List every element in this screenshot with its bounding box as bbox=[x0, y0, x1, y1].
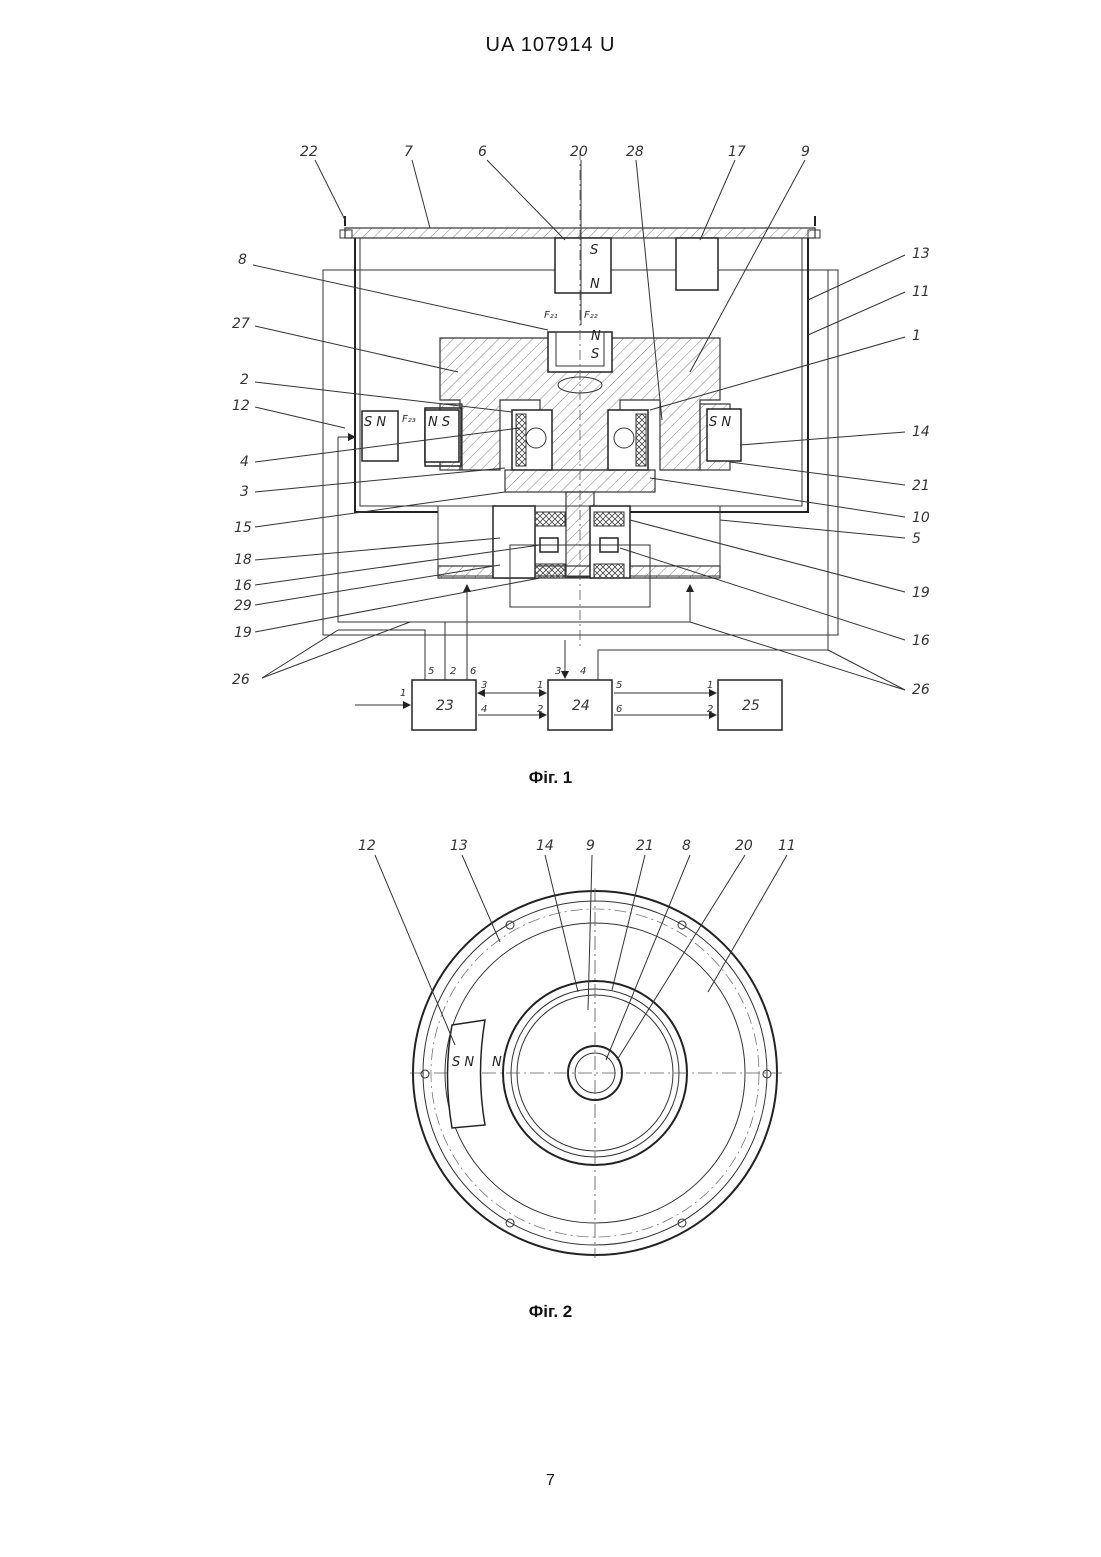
fig1-label-11: 11 bbox=[912, 284, 930, 300]
fig2-magnet-sn: S N bbox=[452, 1055, 474, 1070]
block-23-label: 23 bbox=[436, 698, 454, 714]
force-label-b: F₂₂ bbox=[584, 310, 598, 321]
fig1-label-9: 9 bbox=[801, 144, 810, 160]
figure-1-caption: Фіг. 1 bbox=[0, 768, 1101, 788]
pole-n-top: N bbox=[590, 277, 600, 292]
pole-s-mid: S bbox=[591, 347, 599, 362]
fig2-magnet-n: N bbox=[492, 1055, 502, 1070]
port-23-2: 2 bbox=[450, 666, 456, 677]
fig1-label-5: 5 bbox=[912, 531, 921, 547]
fig1-label-7: 7 bbox=[404, 144, 413, 160]
fig1-label-1: 1 bbox=[912, 328, 921, 344]
figure-2-top-view bbox=[375, 855, 787, 1258]
fig1-label-15: 15 bbox=[234, 520, 252, 536]
pole-n-mid: N bbox=[591, 329, 601, 344]
port-23-1: 1 bbox=[400, 688, 406, 699]
fig1-label-27: 27 bbox=[232, 316, 250, 332]
fig2-label-12: 12 bbox=[358, 838, 376, 854]
fig1-label-8: 8 bbox=[238, 252, 247, 268]
fig1-label-18: 18 bbox=[234, 552, 252, 568]
magnet-14-poles: S N bbox=[709, 415, 731, 430]
fig2-label-21: 21 bbox=[636, 838, 654, 854]
pole-s-top: S bbox=[590, 243, 598, 258]
fig1-label-10: 10 bbox=[912, 510, 930, 526]
fig1-label-19: 19 bbox=[234, 625, 252, 641]
force-label-a: F₂₁ bbox=[544, 310, 558, 321]
fig1-label-20: 20 bbox=[570, 144, 588, 160]
fig1-label-4: 4 bbox=[240, 454, 249, 470]
fig1-label-2: 2 bbox=[240, 372, 249, 388]
fig1-label-12: 12 bbox=[232, 398, 250, 414]
fig1-label-19-right: 19 bbox=[912, 585, 930, 601]
fig1-label-16: 16 bbox=[234, 578, 252, 594]
block-24-label: 24 bbox=[572, 698, 590, 714]
port-24-2: 2 bbox=[537, 704, 543, 715]
fig2-label-14: 14 bbox=[536, 838, 554, 854]
port-25-2: 2 bbox=[707, 704, 713, 715]
port-24-4: 4 bbox=[580, 666, 586, 677]
port-23-5: 5 bbox=[428, 666, 434, 677]
fig1-label-22: 22 bbox=[300, 144, 318, 160]
fig1-label-17: 17 bbox=[728, 144, 746, 160]
fig2-label-13: 13 bbox=[450, 838, 468, 854]
fig2-label-9: 9 bbox=[586, 838, 595, 854]
port-25-1: 1 bbox=[707, 680, 713, 691]
port-23-6: 6 bbox=[470, 666, 476, 677]
page-number: 7 bbox=[0, 1472, 1101, 1490]
block-25-label: 25 bbox=[742, 698, 760, 714]
figure-1-section-view bbox=[253, 150, 905, 730]
fig1-label-14: 14 bbox=[912, 424, 930, 440]
port-24-6: 6 bbox=[616, 704, 622, 715]
fig1-label-6: 6 bbox=[478, 144, 487, 160]
fig1-label-28: 28 bbox=[626, 144, 644, 160]
fig1-label-29: 29 bbox=[234, 598, 252, 614]
force-label-c: F₂₃ bbox=[402, 414, 416, 425]
fig1-label-3: 3 bbox=[240, 484, 249, 500]
fig1-label-13: 13 bbox=[912, 246, 930, 262]
fig1-label-26-left: 26 bbox=[232, 672, 250, 688]
magnet-12-poles: S N bbox=[364, 415, 386, 430]
fig1-label-26-right: 26 bbox=[912, 682, 930, 698]
port-24-1: 1 bbox=[537, 680, 543, 691]
fig1-label-21: 21 bbox=[912, 478, 930, 494]
figure-2-caption: Фіг. 2 bbox=[0, 1302, 1101, 1322]
port-23-3: 3 bbox=[481, 680, 487, 691]
fig2-label-8: 8 bbox=[682, 838, 691, 854]
fig2-label-20: 20 bbox=[735, 838, 753, 854]
port-24-5: 5 bbox=[616, 680, 622, 691]
port-23-4: 4 bbox=[481, 704, 487, 715]
fig1-label-16-right: 16 bbox=[912, 633, 930, 649]
magnet-4-poles: N S bbox=[428, 415, 450, 430]
fig2-label-11: 11 bbox=[778, 838, 796, 854]
port-24-3: 3 bbox=[555, 666, 561, 677]
